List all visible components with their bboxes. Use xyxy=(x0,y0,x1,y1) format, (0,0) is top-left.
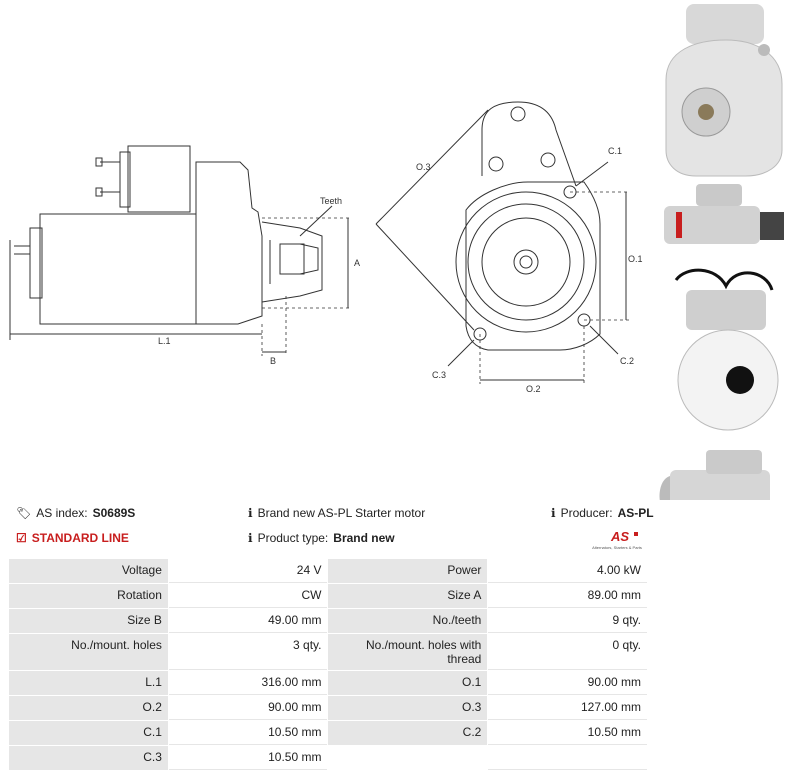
description-text: Brand new AS-PL Starter motor xyxy=(257,506,426,520)
as-pl-logo: AS Alternators, Starters & Parts xyxy=(592,529,642,550)
dimension-o2-label: O.2 xyxy=(526,384,541,394)
spec-label: C.1 xyxy=(9,721,168,745)
spec-label: L.1 xyxy=(9,671,168,695)
as-index: 🏷︎ AS index: S0689S xyxy=(16,506,135,520)
dimension-c3-label: C.3 xyxy=(432,370,446,380)
dimension-c2-label: C.2 xyxy=(620,356,634,366)
teeth-label: Teeth xyxy=(320,196,342,206)
spec-label: O.2 xyxy=(9,696,168,720)
info-icon: ℹ xyxy=(551,506,556,520)
spec-label: No./mount. holes with thread xyxy=(328,634,488,670)
dimension-b-label: B xyxy=(270,356,276,366)
spec-value: 89.00 mm xyxy=(488,584,647,608)
photo-side-view xyxy=(664,184,784,244)
standard-line-text: STANDARD LINE xyxy=(31,531,129,545)
spec-value: 3 qty. xyxy=(168,634,328,670)
spec-value: 10.50 mm xyxy=(488,721,647,745)
dimension-o3-label: O.3 xyxy=(416,162,431,172)
dimension-a-label: A xyxy=(354,258,360,268)
spec-label: Power xyxy=(328,559,488,583)
spec-value xyxy=(488,746,647,770)
photo-angled-view xyxy=(659,450,770,500)
logo-tagline: Alternators, Starters & Parts xyxy=(592,545,642,550)
spec-value: 9 qty. xyxy=(488,609,647,633)
producer: ℹ Producer: AS-PL xyxy=(551,506,654,520)
technical-drawings: Teeth A B L.1 O.3 C.1 O.1 xyxy=(9,101,643,394)
info-icon: ℹ xyxy=(248,506,253,520)
dimension-o1-label: O.1 xyxy=(628,254,643,264)
spec-value: 316.00 mm xyxy=(168,671,328,695)
as-index-label: AS index: xyxy=(36,506,88,520)
photo-front-view xyxy=(665,4,783,177)
spec-value: 127.00 mm xyxy=(488,696,647,720)
dimension-c1-label: C.1 xyxy=(608,146,622,156)
spec-label: Size B xyxy=(9,609,168,633)
spec-label: O.3 xyxy=(328,696,488,720)
spec-value: CW xyxy=(168,584,328,608)
producer-value: AS-PL xyxy=(617,506,654,520)
spec-value: 49.00 mm xyxy=(168,609,328,633)
product-type-label: Product type: xyxy=(257,531,329,545)
spec-value: 90.00 mm xyxy=(488,671,647,695)
spec-value: 0 qty. xyxy=(488,634,647,670)
side-view-drawing xyxy=(9,145,352,356)
spec-value: 10.50 mm xyxy=(168,746,328,770)
spec-label: O.1 xyxy=(328,671,488,695)
spec-label: C.2 xyxy=(328,721,488,745)
as-index-value: S0689S xyxy=(92,506,136,520)
spec-value: 4.00 kW xyxy=(488,559,647,583)
spec-label: Voltage xyxy=(9,559,168,583)
spec-label: Size A xyxy=(328,584,488,608)
spec-value: 10.50 mm xyxy=(168,721,328,745)
checkbox-icon: ☑ xyxy=(16,531,27,545)
spec-label: No./mount. holes xyxy=(9,634,168,670)
product-type-value: Brand new xyxy=(333,531,395,545)
spec-label: C.3 xyxy=(9,746,168,770)
dimension-l1-label: L.1 xyxy=(158,336,171,346)
product-photos xyxy=(659,4,784,500)
front-view-drawing xyxy=(375,101,630,384)
product-type: ℹ Product type: Brand new xyxy=(248,531,395,545)
spec-value: 24 V xyxy=(168,559,328,583)
description: ℹ Brand new AS-PL Starter motor xyxy=(248,506,425,520)
standard-line: ☑ STANDARD LINE xyxy=(16,531,129,545)
spec-value: 90.00 mm xyxy=(168,696,328,720)
photo-rear-view xyxy=(674,268,779,431)
logo-mark: AS xyxy=(610,529,629,544)
tag-icon: 🏷︎ xyxy=(16,506,32,520)
spec-label: Rotation xyxy=(9,584,168,608)
spec-label xyxy=(328,746,488,770)
producer-label: Producer: xyxy=(560,506,613,520)
spec-label: No./teeth xyxy=(328,609,488,633)
info-icon: ℹ xyxy=(248,531,253,545)
